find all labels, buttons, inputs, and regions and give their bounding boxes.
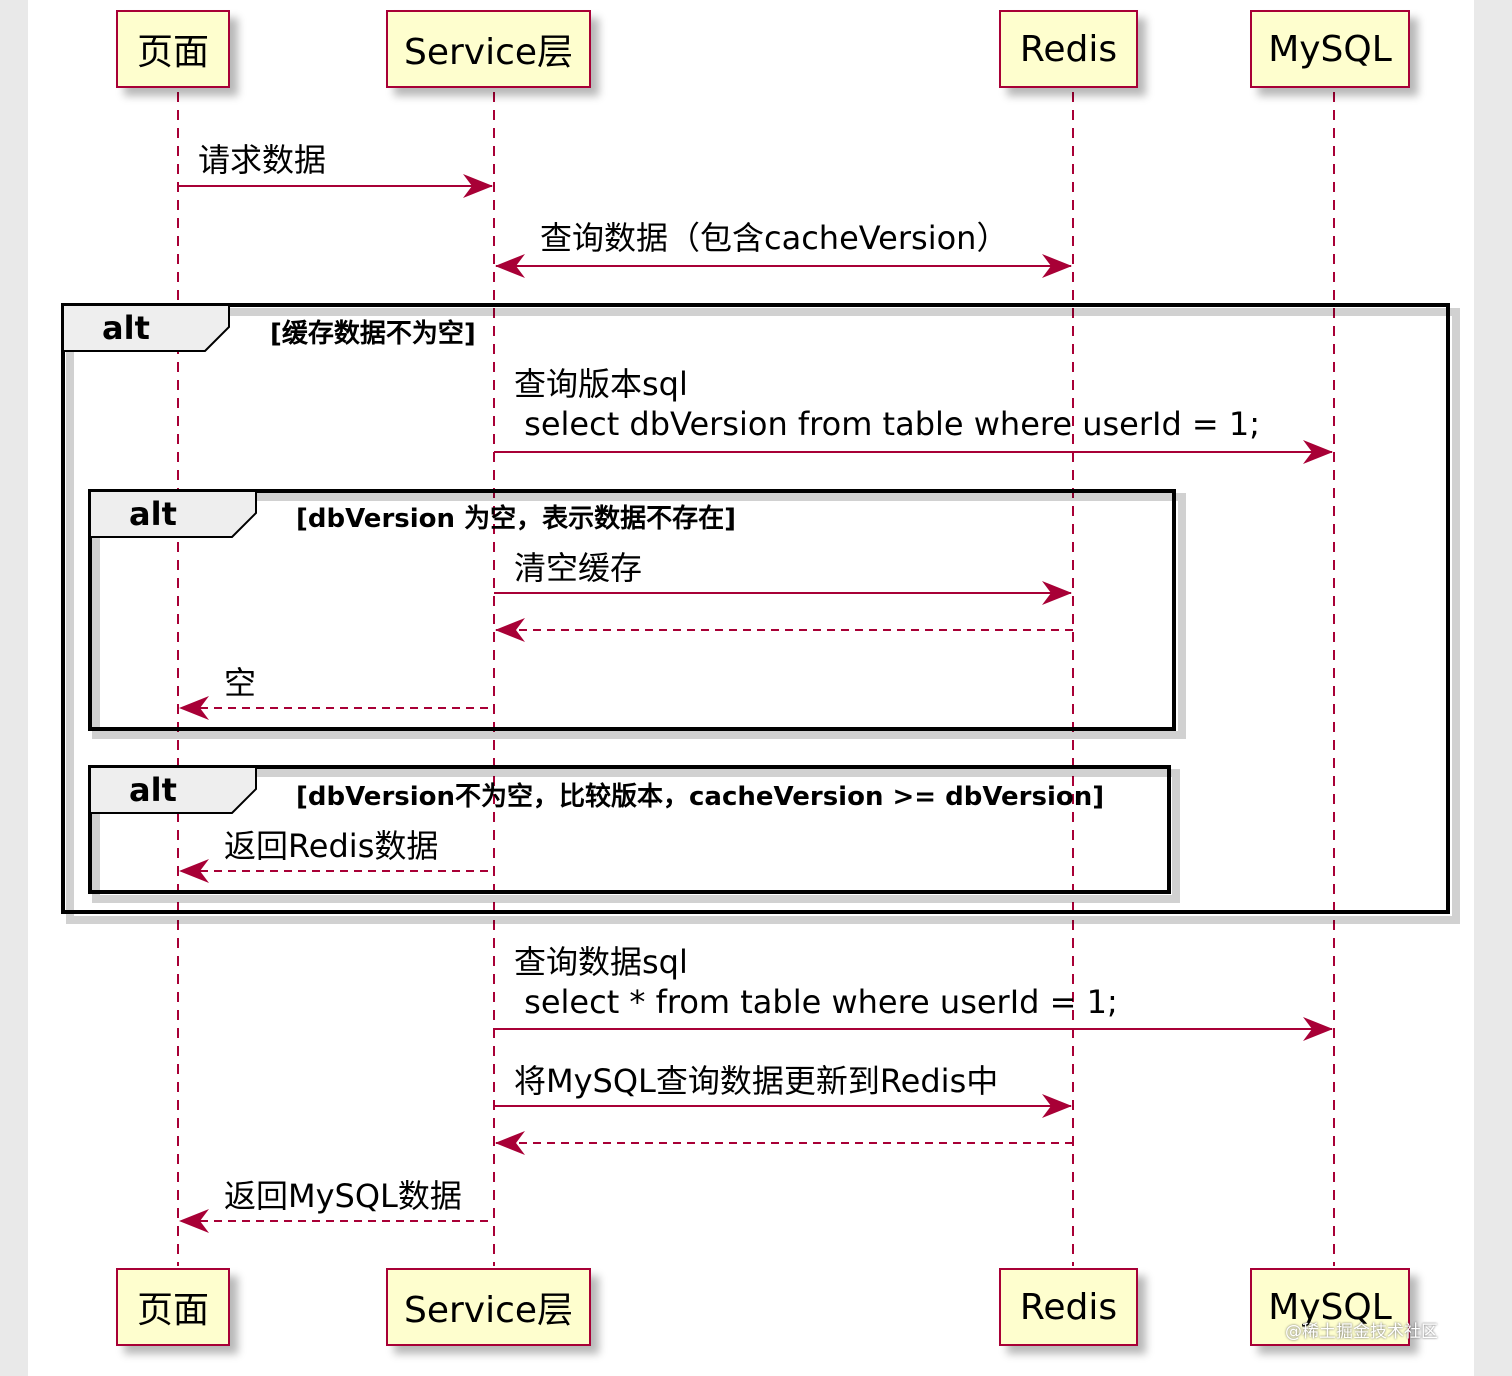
alt-frame-inner2-shadow	[92, 769, 1180, 903]
participant-page-top: 页面	[116, 10, 230, 88]
msg-return-redis-data: 返回Redis数据	[224, 827, 439, 865]
diagram-graphics	[61, 92, 1460, 1266]
alt-tab-inner1	[89, 490, 257, 538]
participant-service-bottom: Service层	[386, 1268, 591, 1346]
alt-tab-outer	[62, 304, 230, 352]
alt-guard-outer: [缓存数据不为空]	[270, 319, 476, 349]
alt-frame-inner1-shadow	[92, 493, 1186, 739]
msg-clear-cache: 清空缓存	[514, 549, 643, 587]
diagram-canvas: 页面 Service层 Redis MySQL 页面 Service层 Redi…	[28, 0, 1474, 1376]
participant-redis-top: Redis	[999, 10, 1138, 88]
msg-query-redis: 查询数据（包含cacheVersion）	[540, 219, 1009, 257]
alt-frame-shadow	[66, 308, 1460, 924]
msg-query-version-sql: 查询版本sql select dbVersion from table wher…	[514, 365, 1261, 443]
msg-query-data-sql: 查询数据sql select * from table where userId…	[514, 943, 1118, 1021]
alt-frame-inner2	[88, 765, 1171, 894]
participant-page-bottom: 页面	[116, 1268, 230, 1346]
msg-request-data: 请求数据	[198, 141, 327, 179]
participant-service-top: Service层	[386, 10, 591, 88]
watermark: @稀土掘金技术社区	[1285, 1322, 1438, 1342]
participant-mysql-bottom: MySQL	[1250, 1268, 1410, 1346]
alt-keyword-inner2: alt	[129, 771, 177, 809]
msg-update-redis: 将MySQL查询数据更新到Redis中	[514, 1062, 999, 1100]
alt-frame-inner1	[88, 489, 1176, 731]
alt-guard-inner1: [dbVersion 为空，表示数据不存在]	[296, 504, 736, 534]
alt-frame-outer	[61, 303, 1450, 914]
alt-guard-inner2: [dbVersion不为空，比较版本，cacheVersion >= dbVer…	[296, 782, 1105, 812]
msg-return-mysql-data: 返回MySQL数据	[224, 1177, 462, 1215]
alt-keyword-inner1: alt	[129, 495, 177, 533]
msg-empty: 空	[224, 664, 257, 702]
alt-tab-inner2	[89, 766, 257, 814]
participant-mysql-top: MySQL	[1250, 10, 1410, 88]
alt-keyword-outer: alt	[102, 309, 150, 347]
participant-redis-bottom: Redis	[999, 1268, 1138, 1346]
